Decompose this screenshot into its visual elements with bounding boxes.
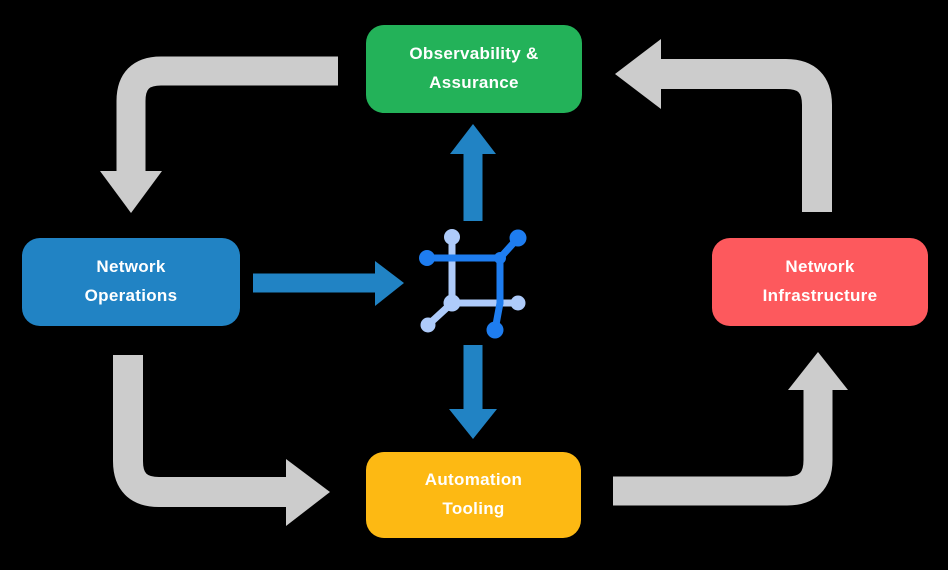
arrow-operations-to-platform [253,261,404,306]
node-network-operations: Network Operations [22,238,240,326]
arrow-automation-to-infrastructure [613,352,848,506]
node-infrastructure-label: Network Infrastructure [762,257,878,305]
arrow-infrastructure-to-observability [615,39,832,212]
arrow-observability-to-operations [100,56,338,213]
node-automation-label: Automation Tooling [424,470,523,518]
arrow-platform-to-observability [450,124,496,221]
network-automation-icon [419,229,527,339]
node-observability-label: Observability & Assurance [409,44,539,92]
node-automation-tooling: Automation Tooling [366,452,581,538]
node-observability-assurance: Observability & Assurance [366,25,582,113]
node-operations-label: Network Operations [84,257,178,305]
arrow-platform-to-automation [449,345,497,439]
arrow-operations-to-automation [113,355,330,526]
node-network-infrastructure: Network Infrastructure [712,238,928,326]
